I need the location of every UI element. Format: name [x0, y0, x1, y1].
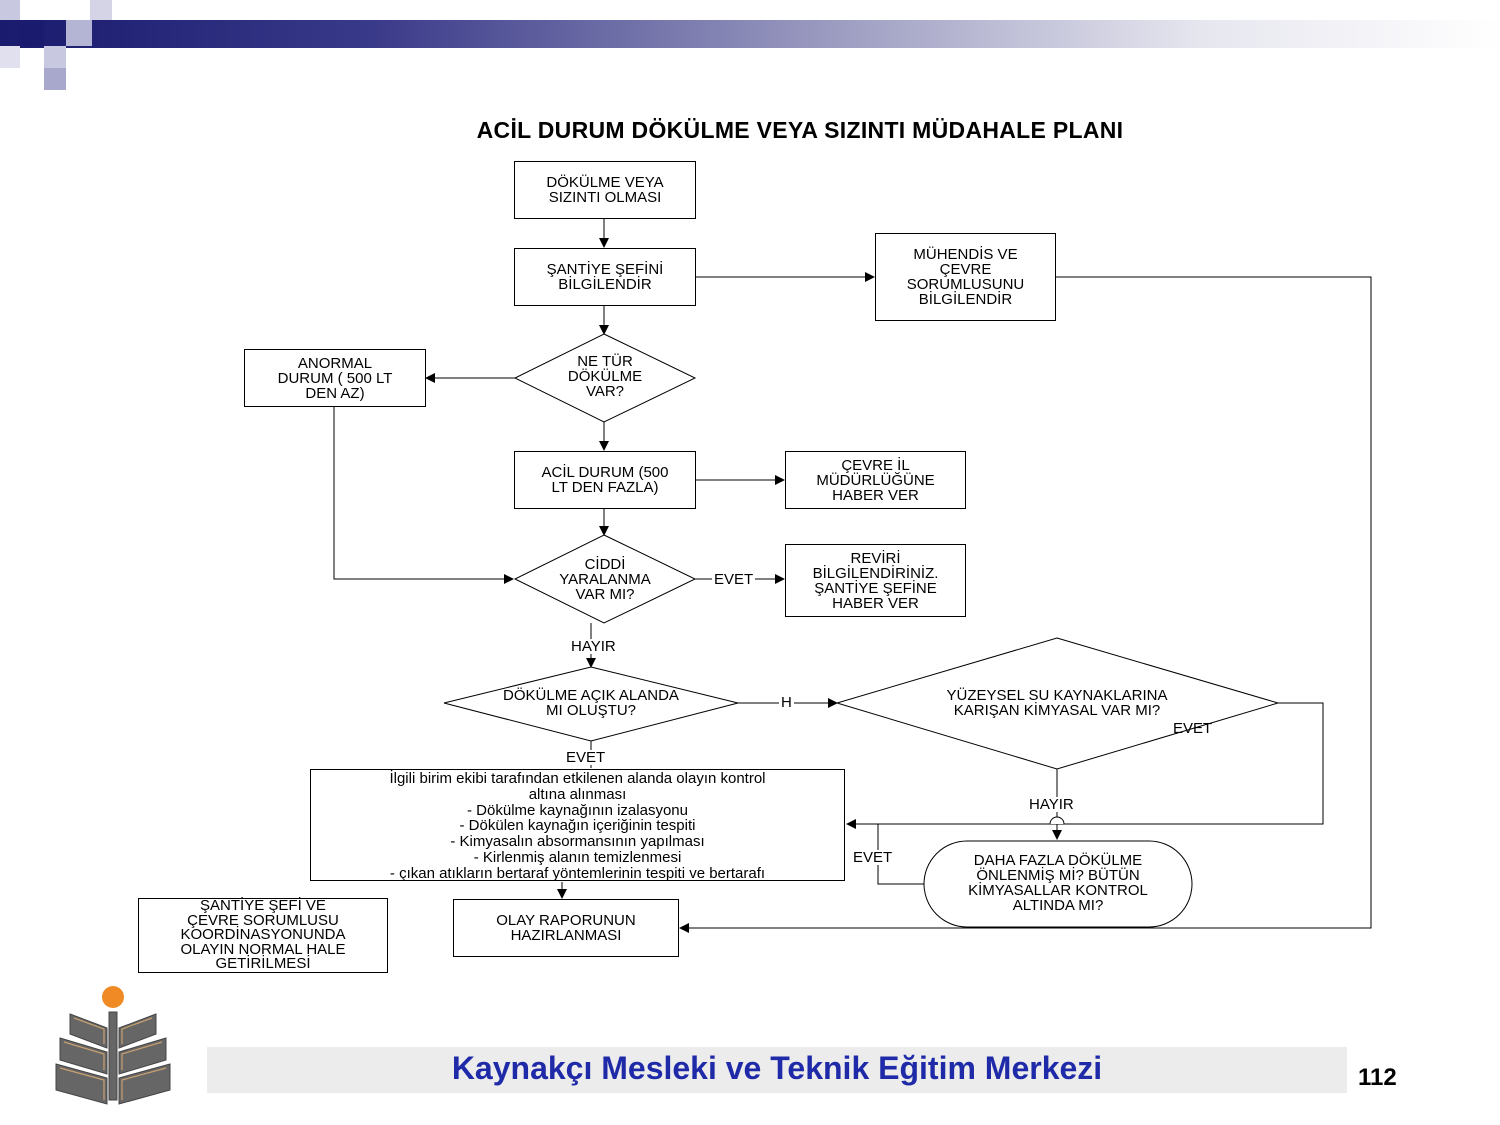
label-open-area-h: H: [779, 694, 794, 711]
decision-surface-water-text: YÜZEYSEL SU KAYNAKLARINA KARIŞAN KİMYASA…: [946, 687, 1168, 719]
label-more-spill-evet: EVET: [851, 849, 895, 866]
control-list-line: - Dökülen kaynağın içeriğinin tespiti: [459, 817, 696, 835]
page-number: 112: [1358, 1064, 1397, 1091]
control-list-line: - çıkan atıkların bertaraf yöntemlerinin…: [389, 864, 766, 882]
node-infirmary: REVİRİ BİLGİLENDİRİNİZ. ŞANTİYE ŞEFİNE H…: [785, 544, 966, 617]
header-square-light: [0, 0, 20, 20]
control-list-line: İlgili birim ekibi tarafından etkilenen …: [389, 770, 766, 787]
control-list-line: - Kimyasalın absormansının yapılması: [450, 833, 705, 851]
node-emergency: ACİL DURUM (500 LT DEN FAZLA): [514, 451, 696, 509]
footer-bar: Kaynakçı Mesleki ve Teknik Eğitim Merkez…: [207, 1047, 1347, 1093]
node-report: OLAY RAPORUNUN HAZIRLANMASI: [453, 899, 679, 957]
decision-injury-shape: [513, 534, 697, 624]
control-list-line: - Kirlenmiş alanın temizlenmesi: [473, 848, 682, 866]
node-engineer: MÜHENDİS VE ÇEVRE SORUMLUSUNU BİLGİLENDİ…: [875, 233, 1056, 321]
header-square-light: [90, 0, 112, 20]
node-normalize: ŞANTİYE ŞEFİ VE ÇEVRE SORUMLUSU KOORDİNA…: [138, 898, 388, 973]
page-title: ACİL DURUM DÖKÜLME VEYA SIZINTI MÜDAHALE…: [476, 117, 1124, 143]
node-directorate: ÇEVRE İL MÜDÜRLÜĞÜNE HABER VER: [785, 451, 966, 509]
control-list-line: - Dökülme kaynağının izalasyonu: [467, 801, 688, 819]
decision-injury-text: CİDDİ YARALANMA VAR MI?: [559, 556, 651, 603]
decision-more-spill-text: DAHA FAZLA DÖKÜLME ÖNLENMİŞ Mİ? BÜTÜN Kİ…: [968, 852, 1148, 914]
label-injury-evet: EVET: [712, 571, 756, 588]
control-list-line: altına alınması: [528, 785, 627, 803]
logo-sun-icon: [102, 986, 124, 1008]
header-square-light: [66, 20, 92, 46]
label-injury-hayir: HAYIR: [569, 638, 618, 655]
header-square-light: [0, 46, 20, 68]
node-control-list: İlgili birim ekibi tarafından etkilenen …: [310, 769, 845, 881]
header-square-light: [44, 46, 66, 68]
header-gradient-bar: [0, 20, 1500, 48]
footer-institution-name: Kaynakçı Mesleki ve Teknik Eğitim Merkez…: [451, 1050, 1103, 1086]
decision-open-area-shape: [443, 666, 739, 742]
header-square-light: [44, 68, 66, 90]
node-start: DÖKÜLME VEYA SIZINTI OLMASI: [514, 161, 696, 219]
label-open-area-evet: EVET: [564, 749, 608, 766]
decision-open-area-text: DÖKÜLME AÇIK ALANDA MI OLUŞTU?: [503, 687, 679, 719]
institution-logo: [55, 986, 171, 1105]
decision-spill-type-shape: [513, 333, 697, 423]
decision-spill-type-text: NE TÜR DÖKÜLME VAR?: [567, 353, 643, 400]
label-surface-hayir: HAYIR: [1027, 796, 1076, 813]
node-site-chief: ŞANTİYE ŞEFİNİ BİLGİLENDİR: [514, 248, 696, 306]
header-square-dark: [18, 20, 44, 46]
node-abnormal: ANORMAL DURUM ( 500 LT DEN AZ): [244, 349, 426, 407]
decision-surface-water-shape: [835, 637, 1280, 770]
decision-more-spill-shape: [923, 840, 1193, 928]
label-surface-evet: EVET: [1173, 720, 1213, 737]
